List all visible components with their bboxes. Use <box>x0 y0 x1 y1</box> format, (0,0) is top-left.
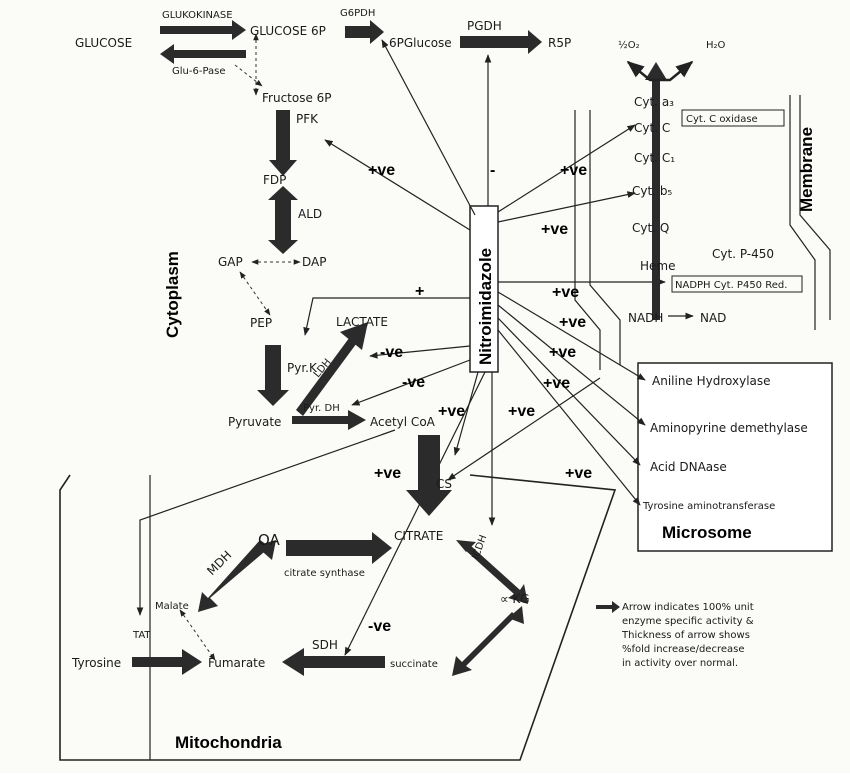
label-pep: PEP <box>250 316 272 330</box>
label-cytp450: Cyt. P-450 <box>712 247 774 261</box>
effect-aminopyrine: +ve <box>549 344 576 361</box>
effect-tat: +ve <box>508 403 535 420</box>
label-nadh: NADH <box>628 311 663 325</box>
enzyme-tyrosine-aminotransferase: Tyrosine aminotransferase <box>642 501 775 512</box>
label-6pglucose: 6PGlucose <box>389 36 452 50</box>
label-icdh: ICDH <box>470 534 489 561</box>
effect-acetylcoa: +ve <box>438 403 465 420</box>
effect-labels: +ve - +ve +ve + +ve -ve -ve +ve +ve +ve … <box>368 162 592 635</box>
mitochondria-boundary <box>59 474 617 761</box>
effect-sdh: -ve <box>368 618 391 635</box>
compartment-microsome: Microsome <box>662 523 752 542</box>
label-succinate: succinate <box>390 659 438 670</box>
label-cytc: Cyt. C <box>634 121 670 135</box>
label-lactate: LACTATE <box>336 315 388 329</box>
dashed-links <box>179 33 301 661</box>
effect-pgdh: - <box>490 162 495 179</box>
label-pyruvate: Pyruvate <box>228 415 281 429</box>
label-fumarate: Fumarate <box>208 656 265 670</box>
label-gap: GAP <box>218 255 243 269</box>
effect-cytc: +ve <box>560 162 587 179</box>
label-pyrdh: Pyr. DH <box>303 403 340 414</box>
label-glucose6p: GLUCOSE 6P <box>250 24 326 38</box>
label-cyta3: Cyt. a₃ <box>634 95 674 109</box>
nitroimidazole-box <box>469 205 499 373</box>
enzyme-acid-dnaase: Acid DNAase <box>650 460 727 474</box>
effect-cytb5: +ve <box>541 221 568 238</box>
pathway-arrows <box>132 20 694 676</box>
compartment-membrane: Membrane <box>797 127 816 212</box>
legend: Arrow indicates 100% unit enzyme specifi… <box>596 601 754 669</box>
effect-ldh: -ve <box>380 344 403 361</box>
label-heme: Heme <box>640 259 675 273</box>
label-malate: Malate <box>155 601 189 612</box>
label-fructose6p: Fructose 6P <box>262 91 332 105</box>
label-g6pdh: G6PDH <box>340 8 375 19</box>
label-pyrk: Pyr.K <box>287 361 318 375</box>
label-cyt-oxidase: Cyt. C oxidase <box>686 114 758 125</box>
label-r5p: R5P <box>548 36 571 50</box>
label-pfk: PFK <box>296 112 319 126</box>
effect-pyrdh: -ve <box>402 374 425 391</box>
legend-line-3: Thickness of arrow shows <box>621 630 750 641</box>
label-mdh: MDH <box>204 548 234 578</box>
label-citrate: CITRATE <box>394 529 443 543</box>
label-nadph-reductase: NADPH Cyt. P450 Red. <box>675 280 787 291</box>
label-citrate-synthase: citrate synthase <box>284 568 365 579</box>
legend-line-2: enzyme specific activity & <box>622 616 754 627</box>
effect-lactate: + <box>415 283 424 300</box>
effect-acid-dnaase: +ve <box>543 375 570 392</box>
label-akg: ∝ KG <box>500 592 530 606</box>
label-dap: DAP <box>302 255 326 269</box>
electron-transport-labels: ½O₂ H₂O Cyt. a₃ Cyt. C Cyt. C oxidase Cy… <box>618 39 803 325</box>
membrane-lines <box>574 95 831 370</box>
label-fdp: FDP <box>263 173 286 187</box>
label-glucose: GLUCOSE <box>75 36 132 50</box>
legend-line-4: %fold increase/decrease <box>622 644 745 655</box>
enzyme-aniline-hydroxylase: Aniline Hydroxylase <box>652 374 771 388</box>
enzyme-aminopyrine-demethylase: Aminopyrine demethylase <box>650 421 808 435</box>
label-cytb5: Cyt. b₅ <box>632 184 672 198</box>
label-pgdh: PGDH <box>467 19 502 33</box>
label-glukokinase: GLUKOKINASE <box>162 10 233 21</box>
legend-arrow-icon <box>596 601 620 613</box>
compartment-cytoplasm: Cytoplasm <box>163 251 182 338</box>
effect-pfk: +ve <box>368 162 395 179</box>
pentose-labels: G6PDH 6PGlucose PGDH R5P <box>340 8 571 50</box>
effect-cs: +ve <box>374 465 401 482</box>
microsome-enzyme-list: Aniline Hydroxylase Aminopyrine demethyl… <box>642 374 808 512</box>
label-cytc1: Cyt. C₁ <box>634 151 675 165</box>
label-glu6pase: Glu-6-Pase <box>172 66 226 77</box>
label-ald: ALD <box>298 207 322 221</box>
label-tat: TAT <box>132 630 151 641</box>
label-tyrosine: Tyrosine <box>71 656 121 670</box>
microsome-box <box>637 362 833 552</box>
nadph-reductase-box <box>671 275 803 293</box>
drug-effect-arrows <box>136 39 666 656</box>
tca-labels: CS CITRATE OA citrate synthase MDH Malat… <box>71 477 530 670</box>
glycolysis-labels: GLUCOSE GLUKOKINASE GLUCOSE 6P Glu-6-Pas… <box>75 10 436 429</box>
drug-name: Nitroimidazole <box>476 248 495 365</box>
label-acetylcoa: Acetyl CoA <box>370 415 436 429</box>
label-oa: OA <box>258 531 281 549</box>
effect-icdh: +ve <box>565 465 592 482</box>
label-cytq: Cyt. Q <box>632 221 669 235</box>
compartment-mitochondria: Mitochondria <box>175 733 282 752</box>
label-half-o2: ½O₂ <box>618 39 640 51</box>
effect-aniline: +ve <box>559 314 586 331</box>
legend-line-1: Arrow indicates 100% unit <box>622 602 754 613</box>
effect-heme: +ve <box>552 284 579 301</box>
label-cs: CS <box>436 477 452 491</box>
cyt-oxidase-box <box>681 109 785 127</box>
label-nad: NAD <box>700 311 726 325</box>
legend-line-5: in activity over normal. <box>622 658 738 669</box>
label-h2o: H₂O <box>706 40 726 51</box>
label-sdh: SDH <box>312 638 338 652</box>
